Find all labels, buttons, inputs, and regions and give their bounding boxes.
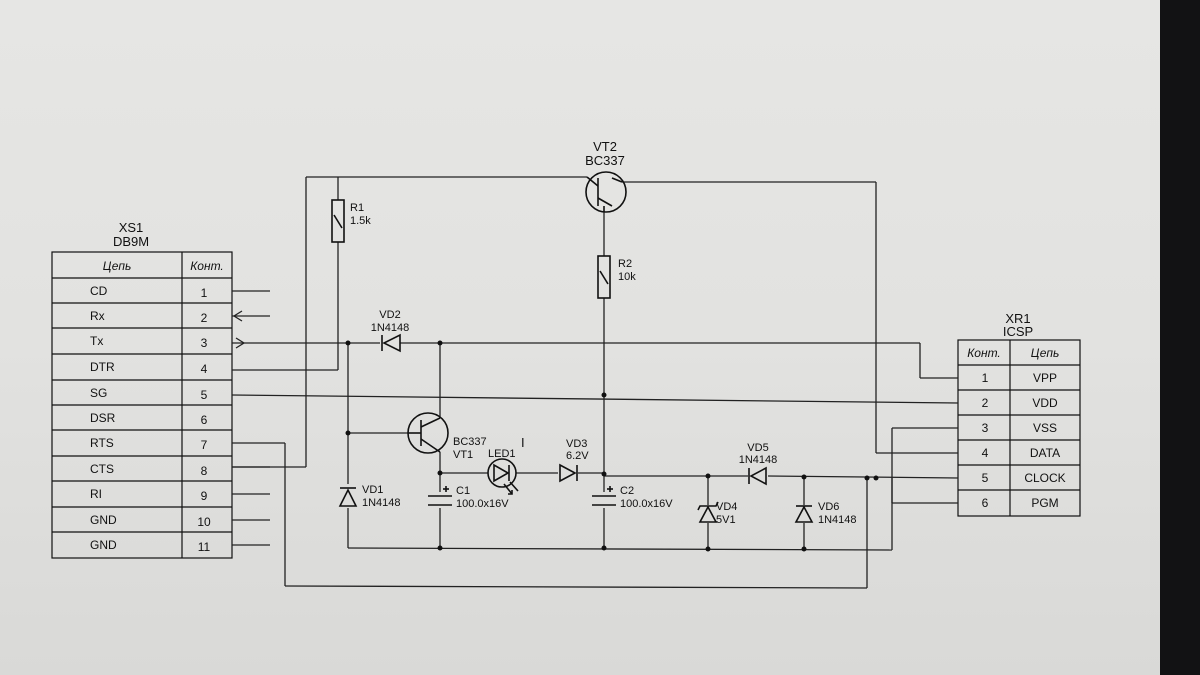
xs1-header-pin: Конт. [190, 259, 224, 273]
xs1-row-pin: 9 [201, 489, 208, 503]
xr1-row-signal: VDD [1032, 396, 1058, 410]
diode-vd6: VD6 1N4148 [794, 501, 857, 526]
xr1-row-pin: 5 [982, 471, 989, 485]
xs1-row-pin: 7 [201, 438, 208, 452]
vd4-ref: VD4 [716, 501, 737, 513]
xr1-row-pin: 4 [982, 446, 989, 460]
resistor-r1: R1 1.5k [331, 199, 371, 243]
xr1-row-pin: 2 [982, 396, 989, 410]
vd3-ref: VD3 [566, 438, 587, 450]
xs1-row-signal: Rx [90, 309, 105, 323]
zener-vd4: VD4 5V1 [697, 501, 737, 526]
vt2-value: BC337 [585, 153, 625, 168]
led-led1: LED1 [487, 448, 519, 495]
xr1-row-signal: DATA [1030, 446, 1060, 460]
xr1-header-pin: Конт. [967, 346, 1001, 360]
xs1-row-signal: GND [90, 538, 117, 552]
connector-xs1: XS1 DB9M Цепь Конт. CD 1 Rx 2 Tx 3 DTR 4… [51, 220, 233, 559]
xs1-row-pin: 5 [201, 388, 208, 402]
transistor-vt1: BC337 VT1 [407, 412, 487, 461]
schematic-screen [0, 0, 1160, 675]
schematic-diagram: XS1 DB9M Цепь Конт. CD 1 Rx 2 Tx 3 DTR 4… [51, 139, 1081, 589]
transistor-vt2: VT2 BC337 [585, 139, 627, 213]
led1-ref: LED1 [488, 448, 516, 460]
r1-value: 1.5k [350, 215, 371, 227]
c1-ref: C1 [456, 485, 470, 497]
vt2-ref: VT2 [593, 139, 617, 154]
vd1-ref: VD1 [362, 484, 383, 496]
vd3-value: 6.2V [566, 450, 589, 462]
connector-xr1: XR1 ICSP Конт. Цепь 1 VPP 2 VDD 3 VSS 4 … [957, 311, 1081, 517]
xs1-row-signal: CTS [90, 462, 114, 476]
vt1-ref: VT1 [453, 449, 473, 461]
xr1-header-signal: Цепь [1031, 346, 1060, 360]
capacitor-c1: C1 100.0x16V [428, 485, 509, 510]
vd5-value: 1N4148 [739, 454, 778, 466]
xs1-row-signal: RTS [90, 436, 114, 450]
xs1-row-signal: CD [90, 284, 108, 298]
c2-value: 100.0x16V [620, 498, 673, 510]
capacitor-c2: C2 100.0x16V [592, 485, 673, 510]
vd6-ref: VD6 [818, 501, 839, 513]
xr1-ref: XR1 [1005, 311, 1030, 326]
xs1-type: DB9M [113, 234, 149, 249]
xs1-row-pin: 2 [201, 311, 208, 325]
r1-ref: R1 [350, 202, 364, 214]
diode-vd5: VD5 1N4148 [739, 442, 778, 486]
xs1-row-pin: 6 [201, 413, 208, 427]
xs1-row-signal: DSR [90, 411, 116, 425]
xs1-row-signal: SG [90, 386, 107, 400]
vd5-ref: VD5 [747, 442, 768, 454]
xs1-ref: XS1 [119, 220, 144, 235]
resistor-r2: R2 10k [597, 255, 636, 299]
xr1-row-signal: PGM [1031, 496, 1058, 510]
xr1-row-pin: 3 [982, 421, 989, 435]
vd1-value: 1N4148 [362, 497, 401, 509]
xs1-row-pin: 3 [201, 336, 208, 350]
xr1-row-signal: VSS [1033, 421, 1057, 435]
xs1-pin-stubs [232, 290, 270, 546]
r2-ref: R2 [618, 258, 632, 270]
xs1-row-pin: 10 [197, 515, 211, 529]
xs1-header-signal: Цепь [103, 259, 132, 273]
vd2-ref: VD2 [379, 309, 400, 321]
xr1-type: ICSP [1003, 324, 1033, 339]
diode-vd2: VD2 1N4148 [371, 309, 410, 353]
xs1-row-signal: Tx [90, 334, 103, 348]
junction-dots [345, 340, 879, 552]
vt1-value: BC337 [453, 436, 487, 448]
diode-vd3: VD3 6.2V [559, 438, 589, 483]
xr1-row-pin: 6 [982, 496, 989, 510]
xr1-row-signal: CLOCK [1024, 471, 1065, 485]
vd2-value: 1N4148 [371, 322, 410, 334]
text-cursor: I [521, 435, 525, 450]
c1-value: 100.0x16V [456, 498, 509, 510]
xs1-row-pin: 4 [201, 362, 208, 376]
c2-ref: C2 [620, 485, 634, 497]
r2-value: 10k [618, 271, 636, 283]
xs1-row-pin: 11 [198, 540, 211, 554]
vd6-value: 1N4148 [818, 514, 857, 526]
xs1-row-signal: RI [90, 487, 102, 501]
diode-vd1: VD1 1N4148 [338, 484, 401, 509]
xs1-row-signal: GND [90, 513, 117, 527]
xs1-row-pin: 8 [201, 464, 208, 478]
vd4-value: 5V1 [716, 514, 736, 526]
xs1-row-pin: 1 [201, 286, 208, 300]
xr1-row-signal: VPP [1033, 371, 1057, 385]
xs1-row-signal: DTR [90, 360, 115, 374]
monitor-bezel [1160, 0, 1200, 675]
xr1-row-pin: 1 [982, 371, 989, 385]
wires [231, 176, 959, 589]
